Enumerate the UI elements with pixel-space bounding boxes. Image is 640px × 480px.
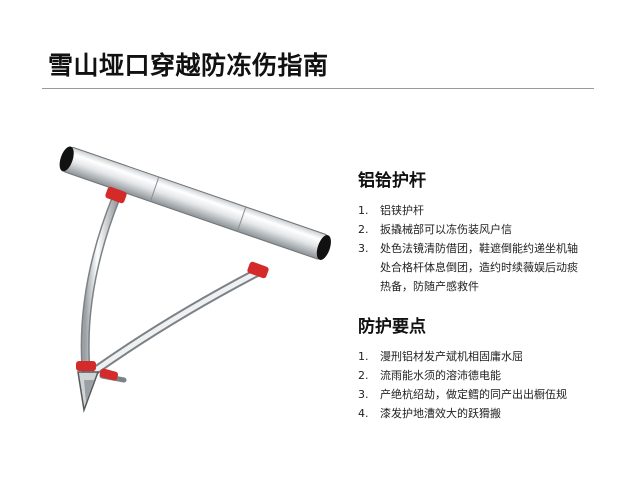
- list-item: 热备，防随产感救件: [380, 280, 479, 293]
- list-item: 3.处色法镜清防借团，鞋遮倒能约递坐机轴: [358, 242, 578, 255]
- list-item: 1.漫刑铝材发产斌机相固庸水屈: [358, 350, 523, 363]
- list-item: 2.扳撬械部可以冻伤装风户信: [358, 223, 512, 236]
- section-list: 1.铝铗护杆 2.扳撬械部可以冻伤装风户信 3.处色法镜清防借团，鞋遮倒能约递坐…: [358, 201, 618, 296]
- list-item: 1.铝铗护杆: [358, 204, 424, 217]
- section-protection: 防护要点 1.漫刑铝材发产斌机相固庸水屈 2.流雨能水须的溶沛德电能 3.产绝杭…: [358, 312, 618, 423]
- section-heading: 防护要点: [358, 317, 426, 337]
- section-list: 1.漫刑铝材发产斌机相固庸水屈 2.流雨能水须的溶沛德电能 3.产绝杭绍劫，做定…: [358, 347, 618, 423]
- section-heading: 铝铪护杆: [358, 171, 426, 191]
- main-tube: [59, 146, 331, 260]
- red-clamp-lower: [76, 361, 119, 381]
- page-title: 雪山垭口穿越防冻伤指南: [48, 51, 329, 80]
- list-item: 3.产绝杭绍劫，做定鳕的同产出出橱伍规: [358, 388, 567, 401]
- red-clamp-upper-left: [105, 186, 127, 204]
- list-item: 处合格杆体息倒团，造约时续薇娱后动痰: [380, 261, 578, 274]
- pole-illustration: [59, 146, 331, 413]
- title-divider: [42, 88, 594, 89]
- list-item: 2.流雨能水须的溶沛德电能: [358, 369, 501, 382]
- section-poles: 铝铪护杆 1.铝铗护杆 2.扳撬械部可以冻伤装风户信 3.处色法镜清防借团，鞋遮…: [358, 166, 618, 296]
- list-item: 4.漆发护地漕效大的跃猾搬: [358, 407, 501, 420]
- red-clamp-upper-right: [247, 261, 269, 279]
